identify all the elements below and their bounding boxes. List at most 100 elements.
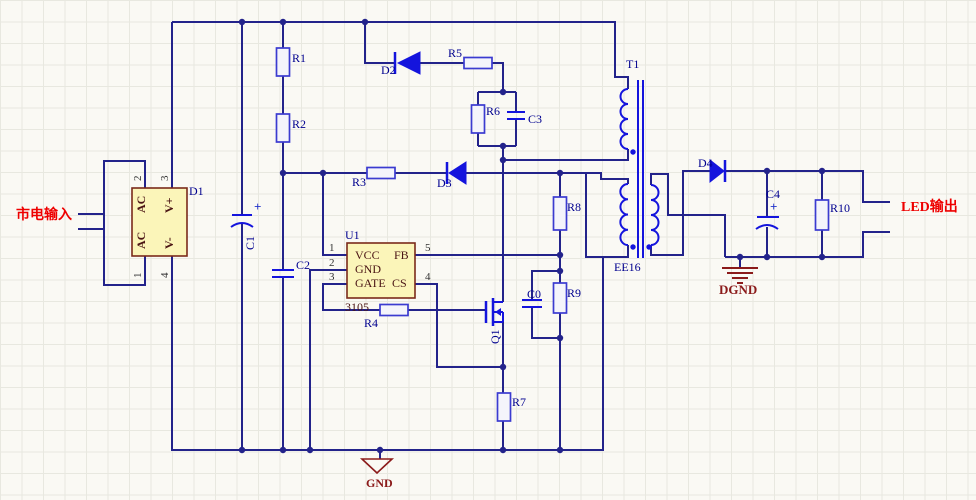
transformer-aux-winding — [619, 183, 629, 246]
u1-pin-name-gnd: GND — [355, 262, 381, 276]
mosfet-q1 — [484, 298, 504, 326]
r10-designator: R10 — [830, 201, 851, 215]
r4-designator: R4 — [364, 316, 379, 330]
transformer-primary-winding — [619, 88, 629, 150]
capacitors — [230, 111, 779, 308]
wire-secondary-top-to-out-minus — [650, 173, 726, 257]
d1-pin-name-ac-bottom: AC — [134, 231, 148, 249]
u1-pin2-number: 2 — [329, 257, 335, 269]
diode-d3-triangle — [448, 161, 467, 185]
resistor-r6 — [470, 104, 486, 134]
u1-part-number: 3105 — [345, 300, 369, 314]
diode-d3 — [445, 161, 467, 185]
junction-dot — [376, 446, 384, 454]
u1-pin3-number: 3 — [329, 271, 335, 283]
r6-designator: R6 — [486, 104, 501, 118]
junction-dot — [279, 18, 287, 26]
r3-designator: R3 — [352, 175, 367, 189]
gnd-symbol — [359, 458, 395, 475]
wire-primary-bottom-and-drain — [502, 149, 629, 302]
transformer-aux-phase-dot — [630, 244, 636, 250]
u1-pin1-number: 1 — [329, 242, 335, 254]
resistor-r2 — [275, 113, 291, 143]
transformer-primary-phase-dot — [630, 149, 636, 155]
diode-d4 — [709, 158, 727, 184]
wire-u1-gate-r4 — [322, 283, 486, 311]
resistor-r4 — [379, 303, 409, 317]
c4-designator: C4 — [766, 187, 781, 201]
resistor-r7 — [496, 392, 512, 422]
junction-dot — [279, 169, 287, 177]
q1-designator: Q1 — [488, 329, 502, 344]
wire-snubber-frame — [477, 91, 517, 160]
controller-u1 — [346, 242, 416, 299]
port-input-label: 市电输入 — [16, 208, 72, 223]
wire-secondary-bottom-to-d4 — [650, 170, 710, 256]
junction-dot — [499, 156, 507, 164]
junction-dot — [818, 167, 826, 175]
junction-dot — [736, 253, 744, 261]
capacitor-c3 — [507, 111, 525, 120]
dgnd-earth-bars — [722, 267, 758, 284]
junction-dot — [763, 253, 771, 261]
junction-dot — [238, 18, 246, 26]
junction-dot — [499, 142, 507, 150]
u1-pin-name-vcc: VCC — [355, 248, 380, 262]
wire-c0-loop — [531, 270, 560, 339]
gnd-label: GND — [366, 476, 393, 490]
wire-vplus-top-rail — [172, 21, 629, 89]
transformer-secondary-winding — [650, 184, 660, 246]
capacitor-c2 — [272, 269, 294, 278]
diodes — [393, 51, 727, 185]
transformer-core — [637, 80, 644, 258]
d1-pin1-number: 1 — [132, 272, 144, 279]
junction-dot — [556, 334, 564, 342]
d2-designator: D2 — [381, 63, 396, 77]
junction-dot — [763, 167, 771, 175]
wire-gnd-bottom-rail — [171, 256, 604, 451]
junction-dot — [556, 169, 564, 177]
junction-dot — [306, 446, 314, 454]
transformer-t1 — [619, 80, 660, 258]
junction-dots — [238, 18, 826, 454]
junction-dot — [556, 267, 564, 275]
wire-u1-cs — [415, 283, 503, 368]
c4-plus-sign: + — [770, 199, 778, 214]
d1-pin-name-vminus: V- — [162, 237, 176, 249]
u1-pin4-number: 4 — [425, 271, 431, 283]
r9-designator: R9 — [567, 286, 582, 300]
capacitor-c0 — [522, 299, 542, 308]
junction-dot — [499, 88, 507, 96]
t1-designator: T1 — [626, 57, 640, 71]
c2-designator: C2 — [296, 258, 311, 272]
bridge-rectifier-d1 — [131, 187, 188, 257]
capacitor-c4-polarized — [755, 216, 779, 230]
c1-designator: C1 — [243, 235, 257, 250]
resistor-r9 — [552, 282, 568, 314]
r1-designator: R1 — [292, 51, 307, 65]
diode-d4-triangle — [709, 158, 725, 184]
junction-dot — [361, 18, 369, 26]
junction-dot — [556, 446, 564, 454]
wire-u1-gnd — [309, 269, 347, 450]
wire-aux-return — [585, 173, 629, 258]
bridge-body — [131, 187, 188, 257]
junction-dot — [556, 251, 564, 259]
junction-dot — [238, 446, 246, 454]
d1-pin2-number: 2 — [132, 175, 144, 182]
wire-u1-vcc — [322, 173, 347, 256]
d1-pin4-number: 4 — [159, 272, 171, 279]
u1-pin-name-gate: GATE — [355, 276, 386, 290]
capacitor-c1-polarized — [230, 214, 254, 228]
d1-pin-name-ac-top: AC — [134, 195, 148, 213]
wire-input-stubs — [78, 213, 104, 230]
controller-body — [346, 242, 416, 299]
ee16-core-label: EE16 — [614, 260, 641, 274]
d1-pin3-number: 3 — [159, 175, 171, 182]
c1-plus-sign: + — [254, 199, 262, 214]
diode-d2-triangle — [396, 51, 421, 75]
resistor-r3 — [366, 166, 396, 180]
